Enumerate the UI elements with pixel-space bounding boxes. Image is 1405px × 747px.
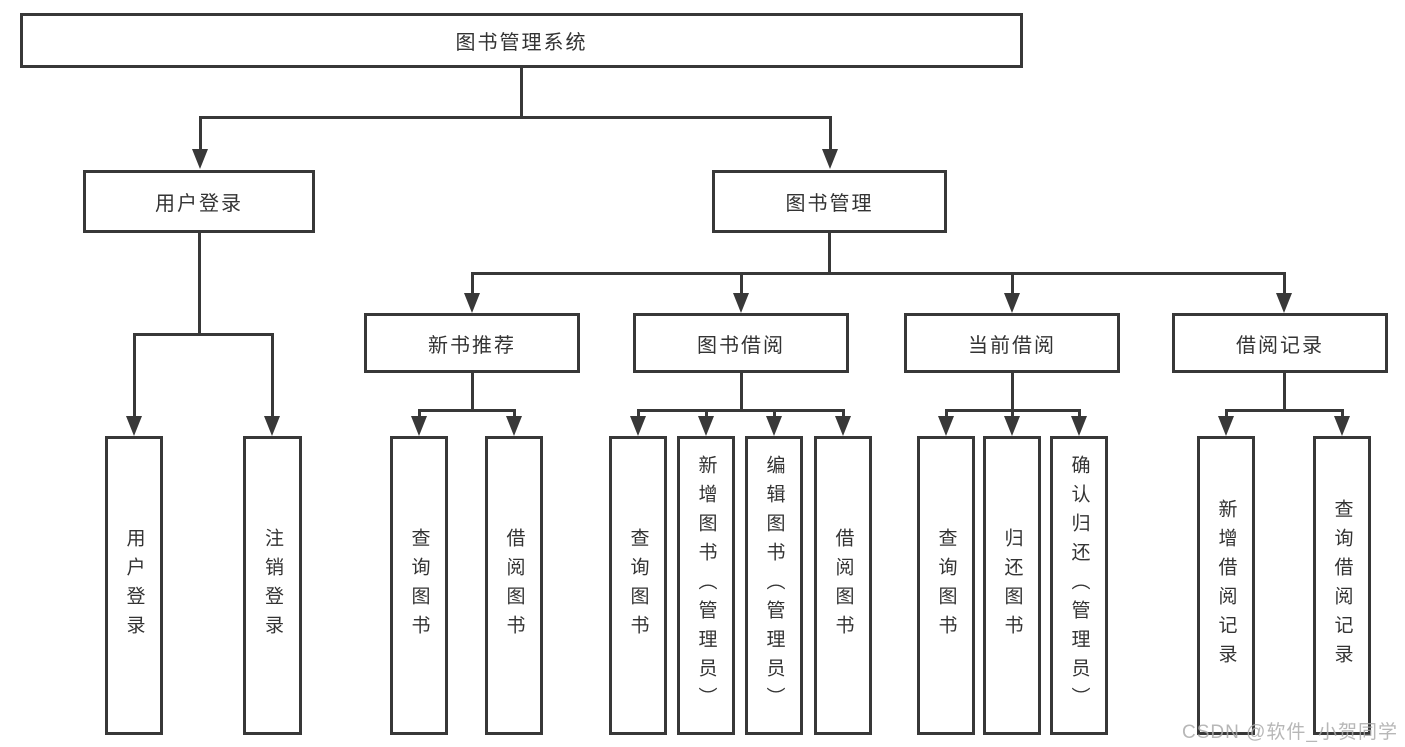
- arrowhead-down-icon: [411, 416, 427, 436]
- node-label: 用户登录: [155, 193, 243, 215]
- connector-stem: [1225, 409, 1228, 421]
- connector-bar: [637, 409, 845, 412]
- node-label: 查询图书: [627, 527, 649, 644]
- node-add-book-admin: 新增图书（管理员）: [677, 436, 735, 735]
- arrowhead-down-icon: [630, 416, 646, 436]
- connector-stem: [513, 409, 516, 421]
- node-label: 新书推荐: [428, 334, 516, 357]
- arrowhead-down-icon: [1276, 293, 1292, 313]
- node-label: 图书管理: [785, 193, 874, 215]
- connector-stem: [1078, 409, 1081, 421]
- node-user-login-leaf: 用户登录: [105, 436, 163, 735]
- arrowhead-down-icon: [264, 416, 280, 436]
- connector-stem: [773, 409, 776, 421]
- connector-stem: [828, 233, 831, 275]
- node-label: 编辑图书（管理员）: [763, 455, 785, 716]
- node-label: 查询图书: [935, 527, 957, 644]
- connector-stem: [829, 116, 832, 153]
- node-logout: 注销登录: [243, 436, 302, 735]
- arrowhead-down-icon: [464, 293, 480, 313]
- node-label: 借阅图书: [503, 527, 525, 644]
- node-label: 图书借阅: [697, 334, 785, 357]
- node-label: 查询借阅记录: [1331, 498, 1353, 673]
- arrowhead-down-icon: [1334, 416, 1350, 436]
- connector-stem: [740, 272, 743, 297]
- connector-stem: [705, 409, 708, 421]
- arrowhead-down-icon: [938, 416, 954, 436]
- node-label: 图书管理系统: [455, 32, 588, 54]
- node-current-borrow: 当前借阅: [904, 313, 1120, 373]
- node-confirm-return-admin: 确认归还（管理员）: [1050, 436, 1108, 735]
- csdn-watermark: CSDN @软件_小贺同学: [1182, 722, 1398, 743]
- arrowhead-down-icon: [733, 293, 749, 313]
- connector-stem: [842, 409, 845, 421]
- node-borrow-records: 借阅记录: [1172, 313, 1388, 373]
- arrowhead-down-icon: [1004, 293, 1020, 313]
- connector-bar: [1225, 409, 1344, 412]
- node-user-login: 用户登录: [83, 170, 315, 233]
- arrowhead-down-icon: [835, 416, 851, 436]
- connector-bar: [418, 409, 516, 412]
- connector-stem: [133, 333, 136, 421]
- node-library-system: 图书管理系统: [20, 13, 1023, 68]
- node-label: 借阅记录: [1236, 334, 1324, 357]
- connector-stem: [740, 373, 743, 411]
- arrowhead-down-icon: [126, 416, 142, 436]
- arrowhead-down-icon: [766, 416, 782, 436]
- arrowhead-down-icon: [822, 149, 838, 169]
- node-query-books-current: 查询图书: [917, 436, 975, 735]
- connector-stem: [637, 409, 640, 421]
- connector-stem: [471, 272, 474, 297]
- node-label: 查询图书: [408, 527, 430, 644]
- connector-stem: [199, 116, 202, 153]
- node-book-borrow: 图书借阅: [633, 313, 849, 373]
- node-label: 归还图书: [1001, 527, 1023, 644]
- connector-stem: [1011, 272, 1014, 297]
- connector-root-bar: [199, 116, 831, 119]
- connector-bar: [133, 333, 274, 336]
- node-new-book-recommend: 新书推荐: [364, 313, 580, 373]
- connector-stem: [1341, 409, 1344, 421]
- node-label: 用户登录: [123, 527, 145, 644]
- node-label: 新增借阅记录: [1215, 498, 1237, 673]
- node-return-books: 归还图书: [983, 436, 1041, 735]
- node-borrow-books-leaf: 借阅图书: [814, 436, 872, 735]
- connector-stem: [1011, 409, 1014, 421]
- node-book-management: 图书管理: [712, 170, 947, 233]
- connector-stem: [471, 373, 474, 411]
- connector-stem: [945, 409, 948, 421]
- connector-stem: [418, 409, 421, 421]
- node-borrow-books-recommend: 借阅图书: [485, 436, 543, 735]
- connector-root-stem: [520, 68, 523, 119]
- connector-bar: [471, 272, 1286, 275]
- node-query-borrow-record: 查询借阅记录: [1313, 436, 1371, 735]
- node-label: 确认归还（管理员）: [1068, 455, 1090, 716]
- arrowhead-down-icon: [1218, 416, 1234, 436]
- node-label: 注销登录: [262, 527, 283, 644]
- arrowhead-down-icon: [698, 416, 714, 436]
- node-add-borrow-record: 新增借阅记录: [1197, 436, 1255, 735]
- arrowhead-down-icon: [1071, 416, 1087, 436]
- node-edit-book-admin: 编辑图书（管理员）: [745, 436, 803, 735]
- node-label: 借阅图书: [832, 527, 854, 644]
- connector-stem: [271, 333, 274, 421]
- node-label: 新增图书（管理员）: [695, 455, 717, 716]
- connector-stem: [1011, 373, 1014, 411]
- connector-stem: [1283, 272, 1286, 297]
- arrowhead-down-icon: [1004, 416, 1020, 436]
- arrowhead-down-icon: [506, 416, 522, 436]
- node-label: 当前借阅: [968, 334, 1056, 357]
- node-query-books-recommend: 查询图书: [390, 436, 448, 735]
- node-query-books-borrow: 查询图书: [609, 436, 667, 735]
- connector-stem: [198, 233, 201, 335]
- connector-stem: [1283, 373, 1286, 411]
- arrowhead-down-icon: [192, 149, 208, 169]
